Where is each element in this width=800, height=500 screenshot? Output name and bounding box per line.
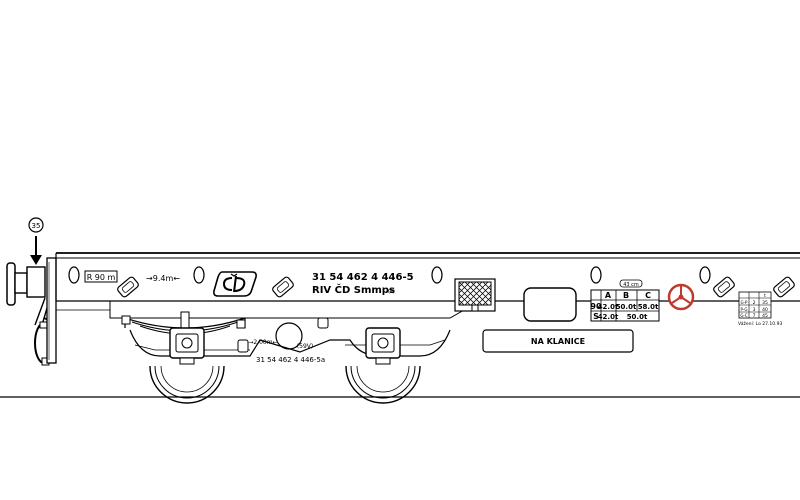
stake-pocket	[590, 266, 602, 284]
load-row1-label: 90	[590, 302, 602, 311]
brake-cell: 2	[753, 300, 756, 306]
brake-cell: 7	[753, 313, 756, 319]
stake-pocket	[699, 266, 711, 284]
revision-note: Vážení: Lo 27.10.93	[738, 320, 782, 327]
lashing-ring	[773, 276, 795, 298]
stake-pocket	[68, 266, 80, 284]
cd-logo	[213, 271, 257, 297]
marker-circle	[28, 217, 44, 233]
load-row1-b: 50.0t	[616, 303, 637, 311]
curve-radius-label: R 90 m	[87, 273, 116, 282]
buffer-ram	[14, 272, 28, 294]
blank-plate	[523, 287, 577, 322]
wagon-class-suffix: (P)	[388, 289, 395, 295]
brake-cell: 35	[762, 300, 768, 306]
measure-label: 43 cm	[623, 282, 639, 288]
brake-cell: P-G	[740, 307, 747, 312]
buffer	[6, 262, 46, 306]
coupling-link	[34, 297, 46, 326]
brake-cell: G-C	[740, 313, 748, 318]
load-row2-a: 42.0t	[598, 313, 619, 321]
frame	[55, 252, 800, 319]
brake-cell: 40	[762, 307, 768, 313]
load-header-a: A	[605, 291, 612, 300]
load-row2-b: 50.0t	[627, 313, 648, 321]
brake-cell: 3	[753, 307, 756, 313]
curve-radius-box	[84, 270, 118, 283]
brake-header-t: t	[764, 293, 766, 299]
lashing-ring	[713, 276, 735, 298]
axlebox-right	[365, 327, 401, 365]
axlebox-left	[169, 327, 205, 365]
distance-lower: →2.00m←	[248, 339, 277, 346]
stake-pocket	[431, 266, 443, 284]
position-marker: 35	[28, 217, 44, 265]
buffer-casing	[26, 266, 46, 298]
bogie-frame	[129, 329, 451, 357]
frame-fishbelly	[109, 300, 481, 319]
end-post	[46, 257, 57, 364]
load-row2-label: S	[593, 312, 599, 321]
stake-pockets	[68, 266, 711, 284]
wheelset-left	[149, 365, 225, 404]
na-klanice-label: NA KLANICE	[531, 337, 585, 346]
na-klanice-panel: NA KLANICE	[482, 329, 634, 353]
marker-number: 35	[32, 222, 41, 230]
measure-box	[619, 279, 643, 288]
brake-cell: 45	[762, 313, 768, 319]
wagon-number-small: 31 54 462 4 446-5a	[256, 356, 325, 364]
na-klanice-frame	[482, 329, 634, 353]
wheel	[149, 365, 225, 404]
wheelset-right	[345, 365, 421, 404]
wheel	[345, 365, 421, 404]
buffer-plate	[6, 262, 16, 306]
load-header-c: C	[645, 291, 651, 300]
wagon-number: 31 54 462 4 446-5	[312, 272, 414, 283]
distance-upper: →9.4m←	[146, 274, 180, 283]
load-table: A B C 90 42.0t 50.0t 58.0t S 42.0t 50.0t	[590, 289, 660, 322]
load-header-b: B	[623, 291, 629, 300]
label-holder	[454, 278, 496, 312]
lashing-ring	[117, 276, 139, 298]
brake-cell: G-P	[741, 300, 749, 305]
load-row1-a: 42.0t	[598, 303, 619, 311]
wagon-class: RIV ČD Smmps	[312, 283, 395, 296]
marker-arrow-head	[30, 255, 42, 265]
bogie-code: (59V)	[297, 343, 313, 350]
load-row1-c: 58.0t	[638, 303, 659, 311]
brake-table: t G-P 2 35 P-G 3 40 G-C 7 45	[738, 291, 772, 319]
lashing-ring	[272, 276, 294, 298]
handbrake-wheel-icon	[667, 283, 695, 311]
stake-pocket	[193, 266, 205, 284]
lashing-rings	[117, 276, 795, 298]
